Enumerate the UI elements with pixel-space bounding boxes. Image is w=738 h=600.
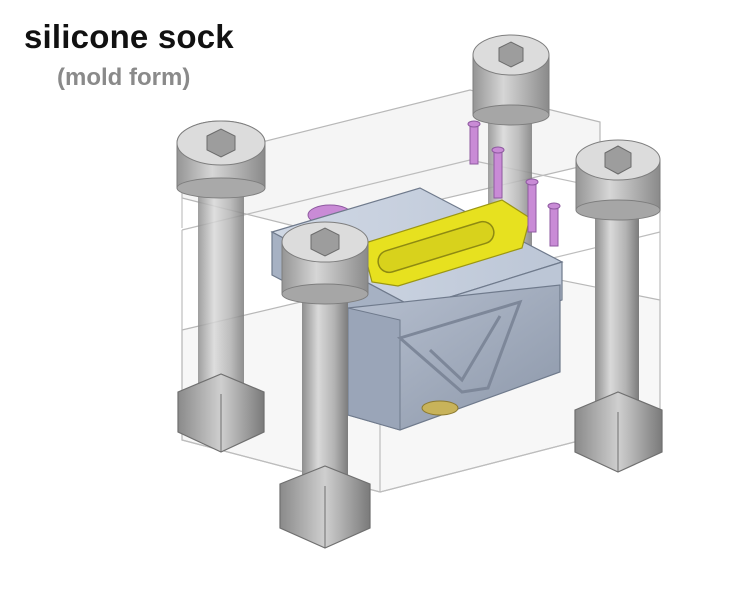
hex-socket-icon bbox=[604, 145, 632, 175]
logo-icon bbox=[396, 299, 523, 394]
hex-socket-icon bbox=[310, 227, 340, 257]
nut-back-left bbox=[177, 373, 265, 453]
hex-socket-icon bbox=[206, 128, 236, 158]
sock-cavity bbox=[361, 199, 531, 287]
nut-right bbox=[574, 391, 663, 473]
alignment-pin bbox=[527, 181, 537, 233]
bolt-back-left bbox=[176, 120, 266, 395]
nut-front bbox=[279, 465, 371, 549]
alignment-pin bbox=[493, 149, 503, 199]
bolt-right bbox=[575, 139, 661, 413]
alignment-pin bbox=[549, 205, 559, 247]
alignment-pin bbox=[469, 123, 479, 165]
diagram-subtitle: (mold form) bbox=[57, 64, 191, 91]
hex-socket-icon bbox=[498, 41, 524, 68]
diagram-title: silicone sock bbox=[24, 18, 234, 55]
alignment-pins bbox=[467, 120, 561, 247]
bolt-front bbox=[281, 221, 369, 488]
